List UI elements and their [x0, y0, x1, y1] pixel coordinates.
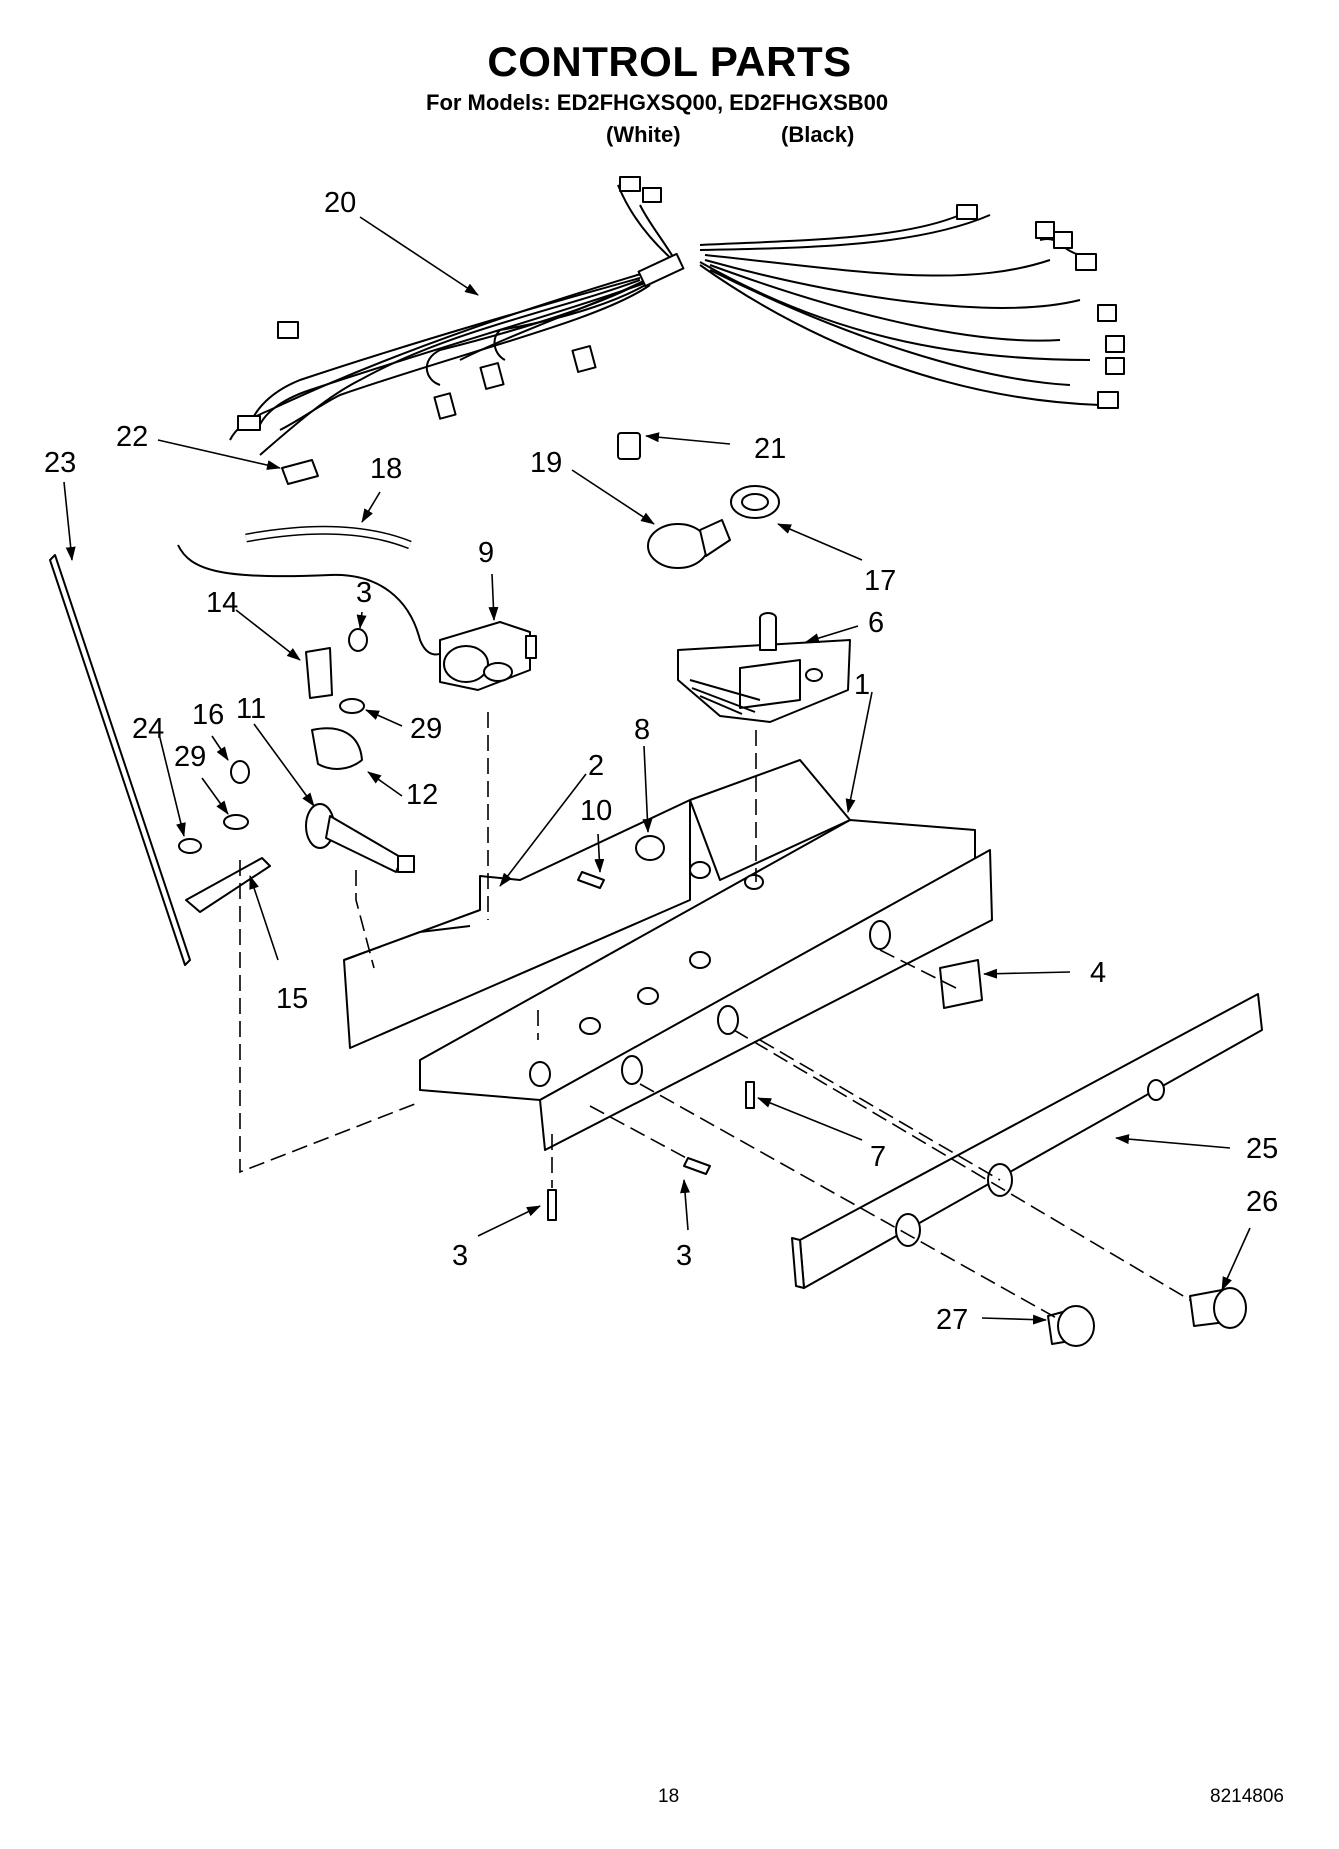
- screw-3-part: [348, 628, 368, 652]
- screw-3c-part: [683, 1157, 711, 1175]
- callout-11: 11: [236, 693, 266, 725]
- callout-21: 21: [754, 433, 786, 465]
- grommet-8-part: [635, 835, 665, 861]
- callout-24: 24: [132, 713, 164, 745]
- callout-4: 4: [1090, 957, 1106, 989]
- callout-23: 23: [44, 447, 76, 479]
- screw-10-part: [577, 871, 605, 889]
- thermostat-9-part: [439, 621, 537, 691]
- lamp-bulb-part: [647, 519, 731, 569]
- washer-29-part: [339, 698, 365, 714]
- callout-3b: 3: [452, 1240, 468, 1272]
- callout-26: 26: [1246, 1186, 1278, 1218]
- callout-18: 18: [370, 453, 402, 485]
- rod-23-part: [49, 554, 191, 966]
- callout-numbers: 1 2 3 3 3 3 4 6 7 8 9 10 11 12 14 15 16 …: [44, 187, 1278, 1336]
- variant-white-label: (White): [606, 122, 681, 147]
- clip-22-part: [281, 459, 319, 485]
- callout-8: 8: [634, 714, 650, 746]
- control-housing-part: [419, 759, 993, 1151]
- callout-14: 14: [206, 587, 238, 619]
- lever-15-part: [185, 857, 271, 913]
- callout-16: 16: [192, 699, 224, 731]
- callout-7: 7: [870, 1141, 886, 1173]
- variant-black-label: (Black): [781, 122, 855, 147]
- screw-16-part: [230, 760, 250, 784]
- callout-3a: 3: [356, 577, 372, 609]
- clip-21-part: [617, 432, 641, 460]
- callout-29a: 29: [410, 713, 442, 745]
- callout-leader-lines: [63, 216, 1251, 1325]
- washer-29b-part: [223, 814, 249, 830]
- callout-1: 1: [854, 669, 870, 701]
- callout-22: 22: [116, 421, 148, 453]
- callout-19: 19: [530, 447, 562, 479]
- callout-3c: 3: [676, 1240, 692, 1272]
- clamp-12-part: [311, 727, 363, 770]
- callout-15: 15: [276, 983, 308, 1015]
- washer-24-part: [178, 838, 202, 854]
- callout-25: 25: [1246, 1133, 1278, 1165]
- lamp-socket-part: [730, 485, 780, 519]
- screw-7-part: [745, 1081, 755, 1109]
- models-line: For Models: ED2FHGXSQ00, ED2FHGXSB00: [426, 90, 889, 115]
- screw-3b-part: [547, 1189, 557, 1221]
- callout-12: 12: [406, 779, 438, 811]
- document-number: 8214806: [1210, 1786, 1284, 1807]
- capillary-tube-part: [177, 544, 451, 656]
- page-number: 18: [658, 1786, 680, 1807]
- switch-4-part: [939, 959, 983, 1009]
- control-panel-25-part: [791, 993, 1263, 1289]
- shaft-11-part: [305, 803, 415, 873]
- control-board-part: [677, 612, 851, 723]
- knob-26-part: [1189, 1287, 1247, 1329]
- knob-27-part: [1047, 1305, 1095, 1347]
- callout-17: 17: [864, 565, 896, 597]
- callout-10: 10: [580, 795, 612, 827]
- wire-harness-part: [229, 176, 1125, 456]
- callout-6: 6: [868, 607, 884, 639]
- page-title: CONTROL PARTS: [487, 38, 852, 85]
- assembly-guide-lines: [239, 712, 1191, 1321]
- callout-27: 27: [936, 1304, 968, 1336]
- callout-2: 2: [588, 750, 604, 782]
- callout-9: 9: [478, 537, 494, 569]
- bracket-14-part: [305, 647, 333, 699]
- callout-29b: 29: [174, 741, 206, 773]
- callout-20: 20: [324, 187, 356, 219]
